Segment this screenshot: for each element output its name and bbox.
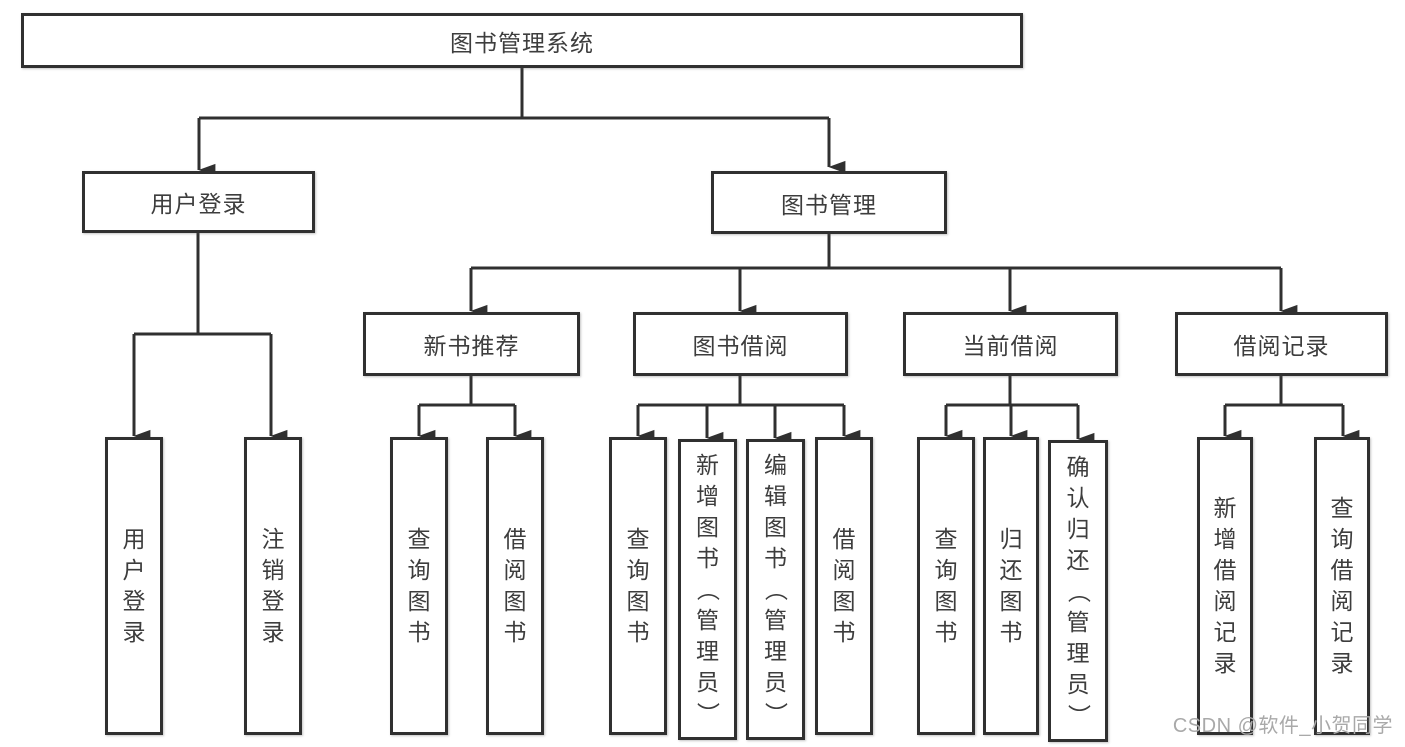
node-edit-book-admin-label: 编辑图书（管理员）	[763, 452, 789, 725]
node-borrow-book: 借阅图书	[815, 437, 873, 735]
node-new-book-rec-label: 新书推荐	[423, 333, 520, 359]
node-borrow-records: 借阅记录	[1175, 312, 1388, 376]
node-borrow-book-rec: 借阅图书	[486, 437, 544, 735]
node-query-book-current: 查询图书	[917, 437, 975, 735]
node-current-borrow-label: 当前借阅	[962, 333, 1059, 359]
node-book-mgmt-label: 图书管理	[781, 191, 877, 218]
node-add-borrow-record: 新增借阅记录	[1197, 437, 1253, 735]
node-confirm-return-admin: 确认归还（管理员）	[1048, 440, 1108, 742]
node-confirm-return-admin-label: 确认归还（管理员）	[1065, 453, 1092, 727]
node-login-group: 用户登录	[82, 171, 315, 233]
node-query-book-borrow: 查询图书	[609, 437, 667, 735]
node-add-book-admin-label: 新增图书（管理员）	[695, 452, 721, 725]
node-return-book-label: 归还图书	[999, 526, 1023, 645]
node-query-borrow-record: 查询借阅记录	[1314, 437, 1370, 735]
node-add-borrow-record-label: 新增借阅记录	[1213, 495, 1237, 676]
node-logout-label: 注销登录	[261, 526, 285, 645]
node-query-book-rec: 查询图书	[390, 437, 448, 735]
node-root: 图书管理系统	[21, 13, 1023, 68]
node-query-book-borrow-label: 查询图书	[626, 526, 650, 645]
node-root-label: 图书管理系统	[450, 29, 594, 56]
node-logout: 注销登录	[244, 437, 302, 735]
node-borrow-records-label: 借阅记录	[1233, 333, 1330, 359]
node-login-group-label: 用户登录	[150, 191, 247, 217]
node-borrow-book-rec-label: 借阅图书	[503, 526, 527, 645]
node-book-mgmt: 图书管理	[711, 171, 947, 234]
node-user-login: 用户登录	[105, 437, 163, 735]
csdn-watermark: CSDN @软件_小贺同学	[1172, 715, 1393, 737]
node-query-book-rec-label: 查询图书	[407, 526, 431, 645]
node-current-borrow: 当前借阅	[903, 312, 1118, 376]
node-book-borrow: 图书借阅	[633, 312, 848, 376]
node-query-book-current-label: 查询图书	[934, 526, 958, 645]
node-borrow-book-label: 借阅图书	[832, 526, 856, 645]
node-user-login-label: 用户登录	[122, 526, 146, 645]
node-edit-book-admin: 编辑图书（管理员）	[746, 439, 805, 740]
node-add-book-admin: 新增图书（管理员）	[678, 439, 737, 740]
node-book-borrow-label: 图书借阅	[692, 333, 789, 359]
node-return-book: 归还图书	[983, 437, 1039, 735]
node-new-book-rec: 新书推荐	[363, 312, 580, 376]
node-query-borrow-record-label: 查询借阅记录	[1330, 495, 1354, 676]
